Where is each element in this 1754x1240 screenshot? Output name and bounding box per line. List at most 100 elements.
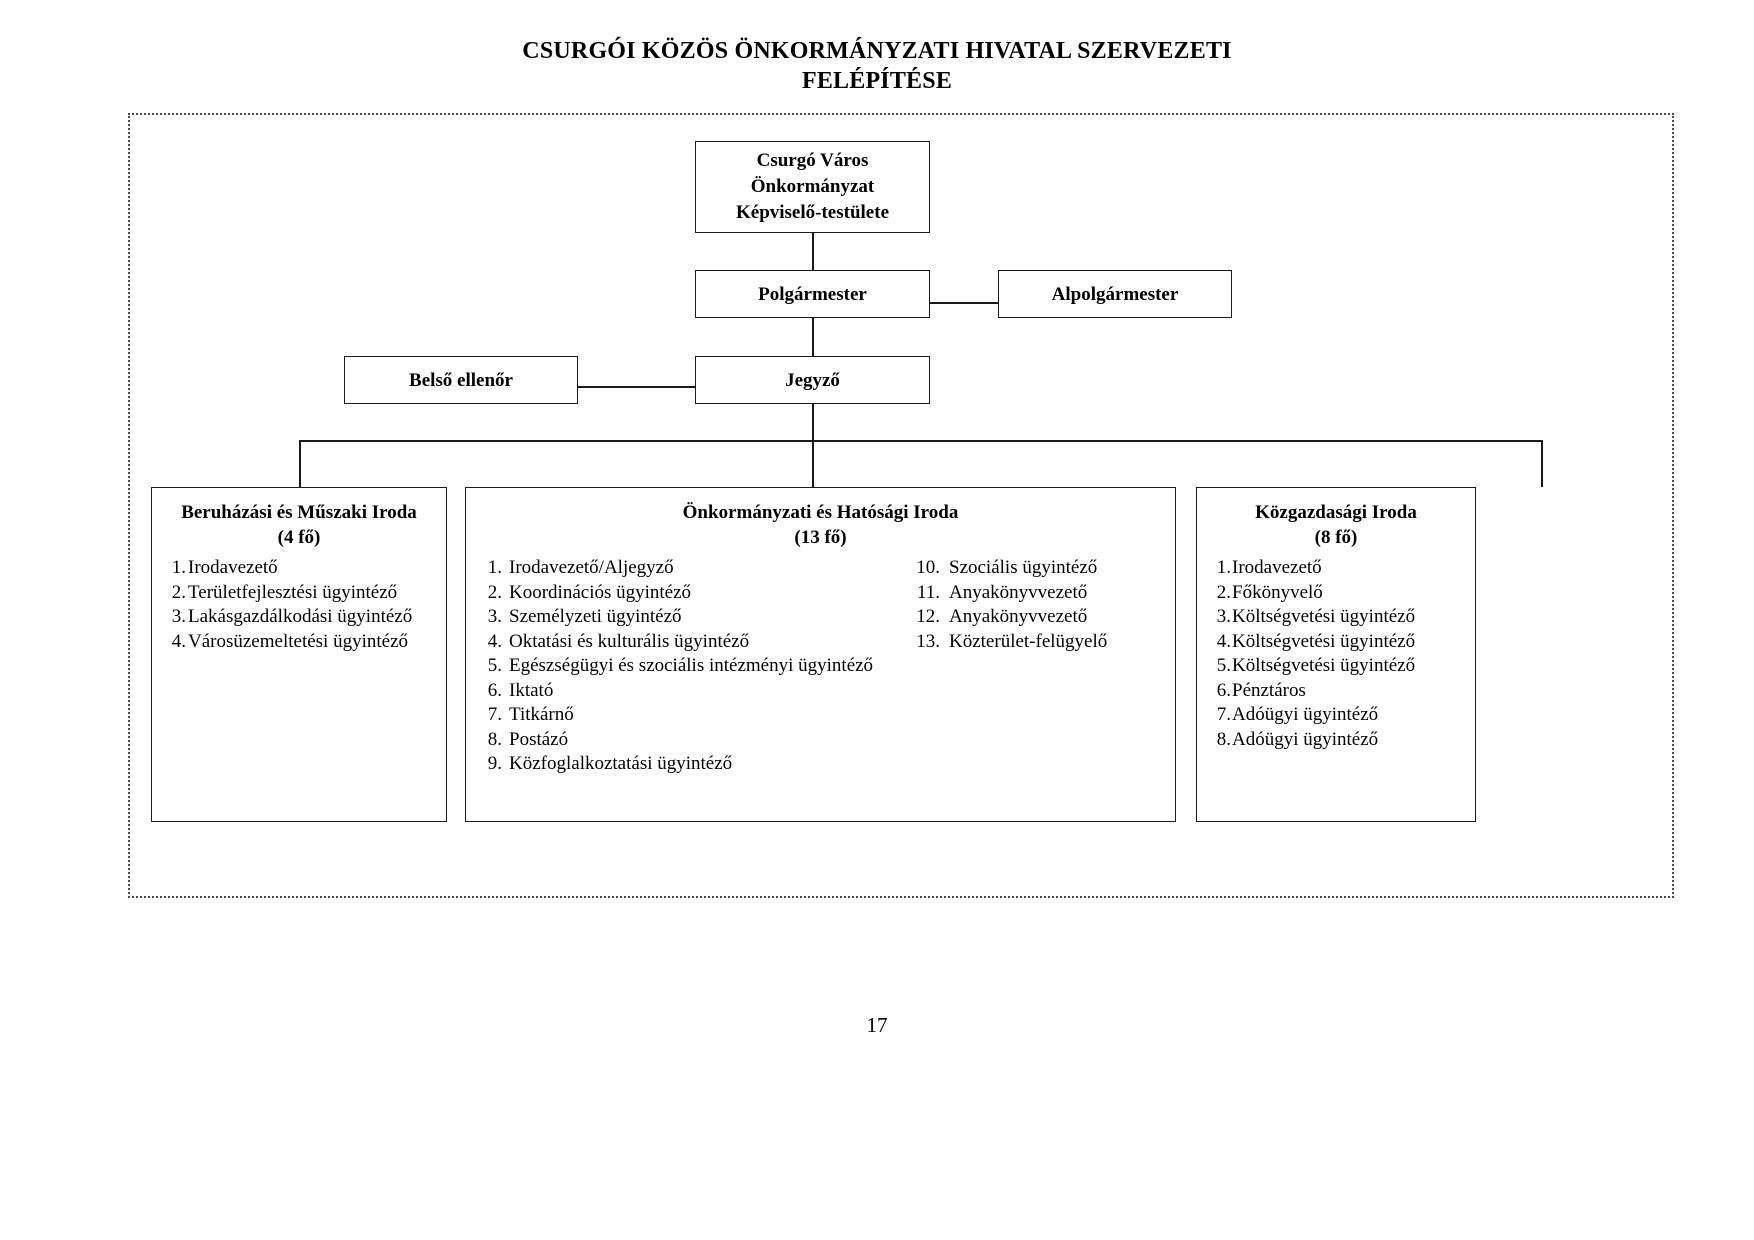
item-number: 7. bbox=[487, 704, 502, 725]
onkormanyzati-list-column-1: 1. Irodavezető/Aljegyző 2.Koordinációs üg… bbox=[482, 556, 912, 777]
item-label: Lakásgazdálkodási ügyintéző bbox=[188, 606, 413, 627]
item-label: Területfejlesztési ügyintéző bbox=[188, 581, 398, 603]
list-item: 11. Anyakönyvvezető bbox=[912, 581, 1107, 606]
node-polgarmester: Polgármester bbox=[695, 270, 930, 318]
list-item: 5. Egészségügyi és szociális intézményi ü… bbox=[482, 654, 912, 679]
node-kepviselo-testulet: Csurgó Város Önkormányzat Képviselő-test… bbox=[695, 141, 930, 233]
org-chart-frame bbox=[128, 113, 1674, 898]
page-title: CSURGÓI KÖZÖS ÖNKORMÁNYZATI HIVATAL SZER… bbox=[0, 36, 1754, 96]
item-label: Irodavezető bbox=[1232, 557, 1322, 578]
item-label: Postázó bbox=[509, 728, 569, 750]
beruhazasi-headcount: (4 fő) bbox=[277, 527, 321, 548]
node-onkormanyzati-iroda: Önkormányzati és Hatósági Iroda (13 fő) … bbox=[465, 487, 1176, 822]
list-item: 2.Területfejlesztési ügyintéző bbox=[166, 581, 446, 606]
list-item: 2.Főkönyvelő bbox=[1211, 581, 1475, 606]
list-item: 10. Szociális ügyintéző bbox=[912, 556, 1107, 581]
list-item: 3. Személyzeti ügyintéző bbox=[482, 605, 912, 630]
item-number: 2. bbox=[171, 581, 186, 603]
connector-drop-to-kozgazdasagi bbox=[1541, 440, 1543, 487]
item-label: Egészségügyi és szociális intézményi ügy… bbox=[509, 655, 874, 676]
connector-mayor-to-deputy-mayor bbox=[930, 302, 998, 304]
item-number: 2. bbox=[1216, 581, 1231, 603]
list-item: 3.Lakásgazdálkodási ügyintéző bbox=[166, 605, 446, 630]
item-label: Iktató bbox=[509, 679, 554, 701]
list-item: 4.Költségvetési ügyintéző bbox=[1211, 630, 1475, 655]
item-number: 9. bbox=[487, 753, 502, 774]
item-label: Költségvetési ügyintéző bbox=[1232, 606, 1416, 627]
item-number: 3. bbox=[487, 606, 502, 627]
kozgazdasagi-list: 1.Irodavezető 2.Főkönyvelő 3.Költségveté… bbox=[1211, 556, 1475, 752]
connector-drop-to-beruhazasi bbox=[299, 440, 301, 487]
beruhazasi-list: 1.Irodavezető 2.Területfejlesztési ügyin… bbox=[166, 556, 446, 654]
onkormanyzati-title: Önkormányzati és Hatósági Iroda bbox=[682, 502, 959, 523]
item-number: 7. bbox=[1216, 704, 1231, 725]
list-item: 4. Oktatási és kulturális ügyintéző bbox=[482, 630, 912, 655]
node-kozgazdasagi-iroda: Közgazdasági Iroda (8 fő) 1.Irodavezető … bbox=[1196, 487, 1476, 822]
item-number: 3. bbox=[1216, 606, 1231, 627]
kozgazdasagi-header: Közgazdasági Iroda (8 fő) bbox=[1197, 500, 1475, 550]
page-number: 17 bbox=[866, 1013, 888, 1037]
item-label: Személyzeti ügyintéző bbox=[509, 606, 682, 627]
node-belso-ellenor: Belső ellenőr bbox=[344, 356, 578, 404]
item-number: 4. bbox=[1216, 630, 1231, 652]
item-label: Anyakönyvvezető bbox=[949, 606, 1088, 627]
list-item: 6.Pénztáros bbox=[1211, 679, 1475, 704]
item-number: 6. bbox=[487, 679, 502, 701]
node-kepviselo-line-2: Önkormányzat bbox=[750, 176, 875, 197]
connector-department-bus bbox=[299, 440, 1542, 442]
item-label: Adóügyi ügyintéző bbox=[1232, 704, 1379, 725]
item-number: 5. bbox=[1216, 655, 1231, 676]
item-number: 3. bbox=[171, 606, 186, 627]
list-item: 1. Irodavezető/Aljegyző bbox=[482, 556, 912, 581]
item-label: Pénztáros bbox=[1232, 679, 1306, 701]
item-number: 8. bbox=[487, 728, 502, 750]
list-item: 3.Költségvetési ügyintéző bbox=[1211, 605, 1475, 630]
item-label: Főkönyvelő bbox=[1232, 581, 1323, 603]
item-number: 2. bbox=[487, 581, 502, 603]
node-jegyzo-label: Jegyző bbox=[785, 369, 840, 391]
node-jegyzo: Jegyző bbox=[695, 356, 930, 404]
node-kepviselo-testulet-label: Csurgó Város Önkormányzat Képviselő-test… bbox=[736, 148, 889, 226]
onkormanyzati-columns: 1. Irodavezető/Aljegyző 2.Koordinációs üg… bbox=[466, 556, 1175, 777]
list-item: 4.Városüzemeltetési ügyintéző bbox=[166, 630, 446, 655]
item-label: Városüzemeltetési ügyintéző bbox=[188, 630, 409, 652]
beruhazasi-title: Beruházási és Műszaki Iroda bbox=[181, 502, 417, 523]
list-item: 8.Adóügyi ügyintéző bbox=[1211, 728, 1475, 753]
connector-mayor-to-notary bbox=[812, 318, 814, 356]
item-number: 5. bbox=[487, 655, 502, 676]
item-number: 4. bbox=[487, 630, 502, 652]
item-number: 1. bbox=[487, 557, 502, 578]
page-title-line-2: FELÉPÍTÉSE bbox=[801, 68, 953, 94]
item-number: 13. bbox=[916, 630, 940, 652]
item-number: 10. bbox=[916, 557, 940, 578]
list-item: 12.Anyakönyvvezető bbox=[912, 605, 1107, 630]
item-number: 6. bbox=[1216, 679, 1231, 701]
node-alpolgarmester: Alpolgármester bbox=[998, 270, 1232, 318]
node-kepviselo-line-3: Képviselő-testülete bbox=[735, 202, 889, 223]
kozgazdasagi-headcount: (8 fő) bbox=[1314, 527, 1358, 548]
item-number: 11. bbox=[916, 581, 940, 603]
list-item: 1.Irodavezető bbox=[166, 556, 446, 581]
page-title-line-1: CSURGÓI KÖZÖS ÖNKORMÁNYZATI HIVATAL SZER… bbox=[522, 38, 1232, 64]
beruhazasi-header: Beruházási és Műszaki Iroda (4 fő) bbox=[152, 500, 446, 550]
item-number: 4. bbox=[171, 630, 186, 652]
list-item: 7.Titkárnő bbox=[482, 703, 912, 728]
list-item: 13.Közterület-felügyelő bbox=[912, 630, 1107, 655]
item-label: Irodavezető bbox=[188, 557, 278, 578]
list-item: 2.Koordinációs ügyintéző bbox=[482, 581, 912, 606]
item-label: Oktatási és kulturális ügyintéző bbox=[509, 630, 750, 652]
list-item: 8. Postázó bbox=[482, 728, 912, 753]
node-alpolgarmester-label: Alpolgármester bbox=[1051, 283, 1179, 305]
onkormanyzati-headcount: (13 fő) bbox=[794, 527, 847, 548]
connector-auditor-to-notary bbox=[578, 386, 695, 388]
list-item: 9.Közfoglalkoztatási ügyintéző bbox=[482, 752, 912, 777]
item-label: Költségvetési ügyintéző bbox=[1232, 630, 1416, 652]
item-label: Adóügyi ügyintéző bbox=[1232, 728, 1379, 750]
node-polgarmester-label: Polgármester bbox=[758, 283, 867, 305]
list-item: 5.Költségvetési ügyintéző bbox=[1211, 654, 1475, 679]
onkormanyzati-header: Önkormányzati és Hatósági Iroda (13 fő) bbox=[466, 500, 1175, 550]
item-label: Anyakönyvvezető bbox=[949, 581, 1088, 603]
item-label: Szociális ügyintéző bbox=[949, 557, 1098, 578]
item-label: Irodavezető/Aljegyző bbox=[509, 557, 674, 578]
node-beruhazasi-iroda: Beruházási és Műszaki Iroda (4 fő) 1.Iro… bbox=[151, 487, 447, 822]
